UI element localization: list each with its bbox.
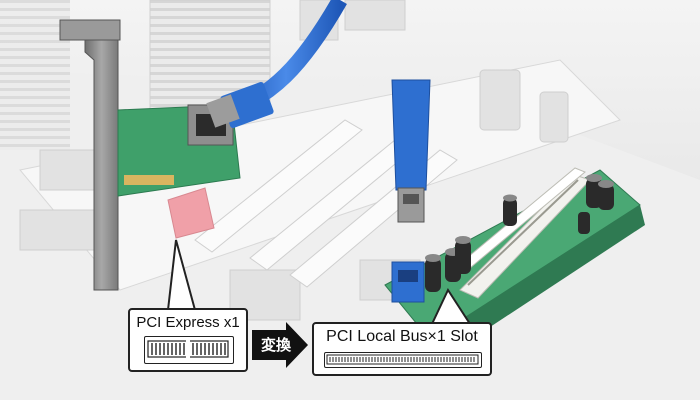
pcie-x1-connector-icon (144, 336, 234, 364)
pcie-x1-callout: PCI Express x1 (128, 308, 248, 372)
pci-slot-label: PCI Local Bus×1 Slot (326, 328, 478, 345)
pci-slot-callout: PCI Local Bus×1 Slot (312, 322, 492, 376)
conversion-label: 変換 (260, 336, 291, 354)
conversion-arrow-icon (252, 322, 308, 368)
pci-slot-connector-icon (324, 352, 482, 368)
pcie-x1-label: PCI Express x1 (136, 314, 240, 331)
